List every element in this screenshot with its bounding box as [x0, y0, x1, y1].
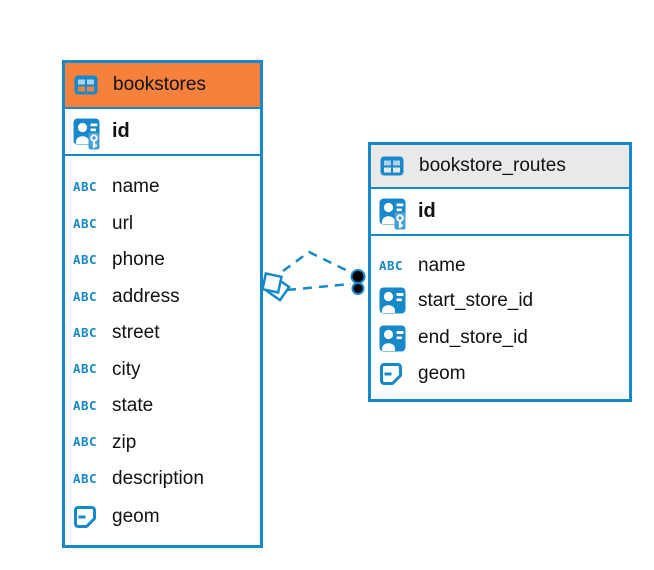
relation-diamond-marker[interactable] [261, 272, 291, 302]
text-type-icon: ABC [73, 361, 98, 377]
table-title: bookstores [113, 74, 206, 95]
table-icon [380, 156, 410, 176]
reference-column-icon [379, 325, 409, 352]
column-row[interactable]: end_store_id [371, 325, 629, 352]
column-row[interactable]: ABC zip [65, 432, 260, 454]
column-row[interactable]: ABC phone [65, 249, 260, 271]
column-row-id[interactable]: id [65, 109, 260, 156]
column-name: id [418, 200, 436, 222]
column-row[interactable]: ABC url [65, 213, 260, 235]
column-list: ABC name ABC url ABC phone ABC address A… [65, 156, 260, 545]
column-row[interactable]: ABC state [65, 395, 260, 417]
table-bookstores-header[interactable]: bookstores [65, 63, 260, 109]
table-bookstores[interactable]: bookstores id ABC [62, 60, 263, 548]
column-name: id [112, 120, 130, 142]
relation-line-upper [282, 250, 357, 277]
column-list: ABC name start_store_id [371, 236, 629, 399]
column-row[interactable]: geom [65, 505, 260, 529]
table-icon [74, 75, 104, 95]
primary-key-column-icon [379, 194, 409, 230]
primary-key-column-icon [73, 114, 103, 150]
text-type-icon: ABC [73, 252, 98, 268]
text-type-icon: ABC [73, 215, 98, 231]
geometry-type-icon [379, 362, 409, 386]
column-row[interactable]: ABC name [65, 176, 260, 198]
relation-dot-marker[interactable] [350, 269, 366, 295]
column-row[interactable]: ABC address [65, 286, 260, 308]
column-row[interactable]: ABC city [65, 359, 260, 381]
column-row[interactable]: ABC street [65, 322, 260, 344]
text-type-icon: ABC [73, 434, 98, 450]
text-type-icon: ABC [379, 257, 404, 273]
text-type-icon: ABC [73, 325, 98, 341]
text-type-icon: ABC [73, 288, 98, 304]
column-name: city [112, 358, 141, 380]
column-name: name [418, 255, 466, 277]
column-name: phone [112, 249, 165, 271]
column-row[interactable]: geom [371, 362, 629, 386]
column-name: zip [112, 431, 137, 453]
geometry-type-icon [73, 505, 103, 529]
table-bookstore-routes[interactable]: bookstore_routes id ABC [368, 142, 632, 402]
column-row-id[interactable]: id [371, 189, 629, 236]
table-title: bookstore_routes [419, 155, 566, 176]
table-routes-header[interactable]: bookstore_routes [371, 145, 629, 189]
column-row[interactable]: ABC description [65, 468, 260, 490]
column-name: street [112, 322, 160, 344]
column-name: url [112, 212, 134, 234]
column-name: description [112, 468, 204, 490]
column-name: name [112, 176, 160, 198]
column-name: geom [418, 362, 466, 384]
column-name: geom [112, 505, 160, 527]
column-name: end_store_id [418, 327, 528, 349]
reference-column-icon [379, 287, 409, 314]
column-name: state [112, 395, 154, 417]
text-type-icon: ABC [73, 470, 98, 486]
column-row[interactable]: ABC name [371, 255, 629, 277]
column-name: start_store_id [418, 289, 534, 311]
column-name: address [112, 285, 180, 307]
relation-line-lower [286, 282, 352, 292]
text-type-icon: ABC [73, 179, 98, 195]
column-row[interactable]: start_store_id [371, 287, 629, 314]
text-type-icon: ABC [73, 397, 98, 413]
